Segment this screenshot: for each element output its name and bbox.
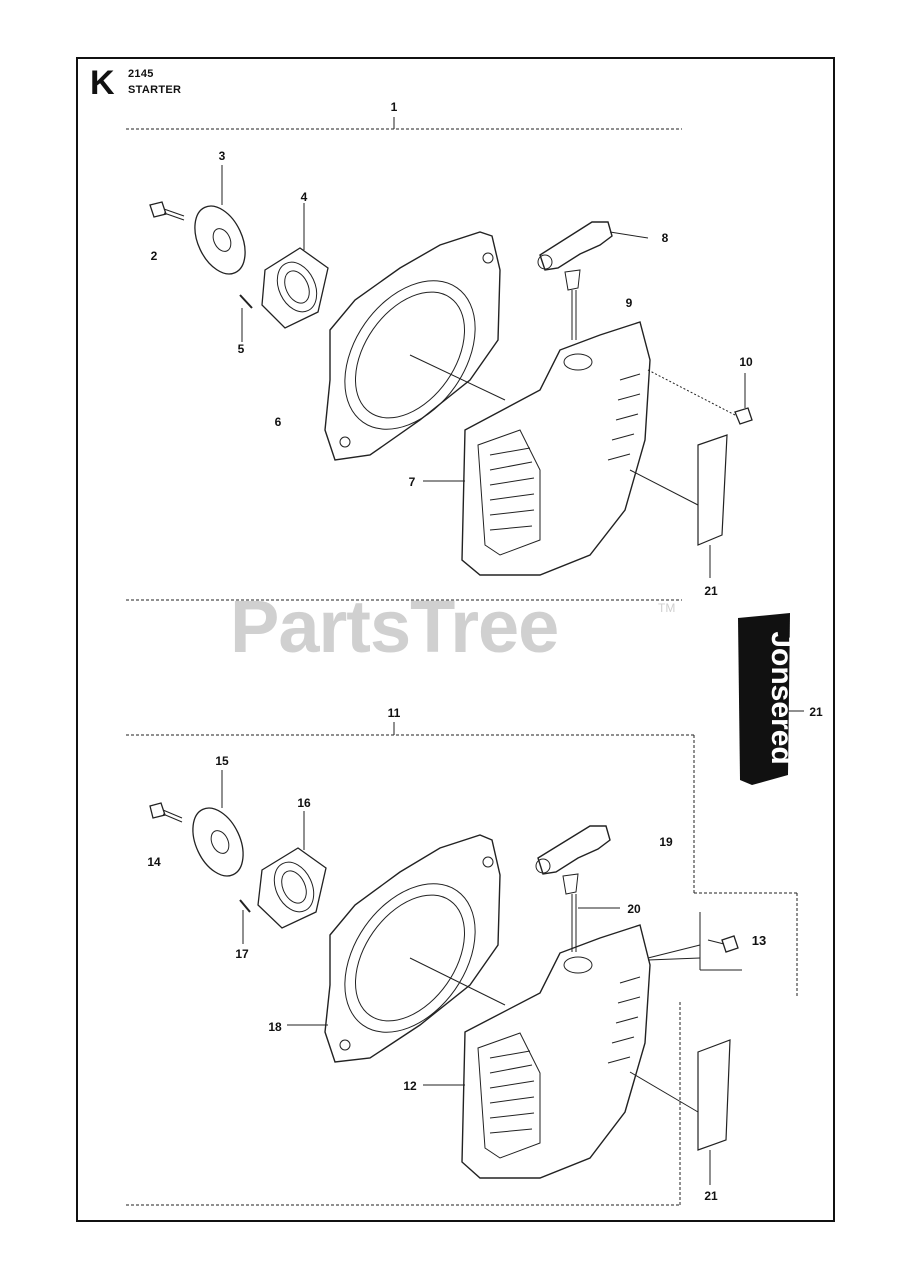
assembly-bracket-1: [126, 128, 682, 601]
callout-11: 11: [387, 706, 401, 720]
spring-cassette-16: [257, 811, 327, 929]
screw-17: [239, 899, 251, 944]
starter-housing-18: [287, 834, 506, 1063]
callout-13: 13: [751, 933, 767, 948]
screw-10: [647, 369, 753, 425]
callout-20: 20: [627, 902, 641, 916]
callout-21-lower: 21: [704, 1189, 718, 1203]
callout-21-upper: 21: [704, 584, 718, 598]
callout-6: 6: [274, 415, 282, 429]
jonsered-decal: Jonsered: [738, 613, 798, 785]
callout-10: 10: [739, 355, 753, 369]
assembly-bracket-11: [126, 734, 798, 1206]
callout-9: 9: [625, 296, 633, 310]
diagram-frame: [76, 57, 835, 1222]
callout-14: 14: [147, 855, 161, 869]
screw-13: [647, 912, 742, 971]
callout-16: 16: [297, 796, 311, 810]
callout-5: 5: [237, 342, 245, 356]
starter-housing-6: [324, 231, 506, 461]
pulley-15: [192, 770, 244, 877]
callout-18: 18: [268, 1020, 282, 1034]
screw-2: [149, 201, 185, 221]
callout-2: 2: [150, 249, 158, 263]
pulley-3: [194, 165, 246, 275]
callout-8: 8: [661, 231, 669, 245]
callout-4: 4: [300, 190, 308, 204]
callout-7: 7: [408, 475, 416, 489]
decal-21-upper: [629, 434, 728, 578]
screw-5: [239, 294, 253, 342]
callout-15: 15: [215, 754, 229, 768]
callout-12: 12: [403, 1079, 417, 1093]
callout-3: 3: [218, 149, 226, 163]
callout-17: 17: [235, 947, 249, 961]
callout-1: 1: [390, 100, 398, 114]
handle-20: [535, 825, 620, 952]
spring-cassette-4: [261, 203, 329, 329]
cover-7: [423, 321, 651, 576]
section-title: STARTER: [128, 84, 182, 96]
callout-19: 19: [659, 835, 673, 849]
callout-21-decal: 21: [809, 705, 823, 719]
decal-21-lower: [629, 1039, 731, 1185]
watermark-tm: TM: [658, 601, 676, 615]
watermark: PartsTree: [230, 585, 559, 668]
section-letter: K: [90, 64, 115, 102]
cover-12: [423, 924, 651, 1179]
model-code: 2145: [128, 68, 154, 80]
decal-brand-text: Jonsered: [765, 631, 798, 764]
screw-14: [149, 802, 183, 823]
handle-8: [537, 221, 649, 340]
